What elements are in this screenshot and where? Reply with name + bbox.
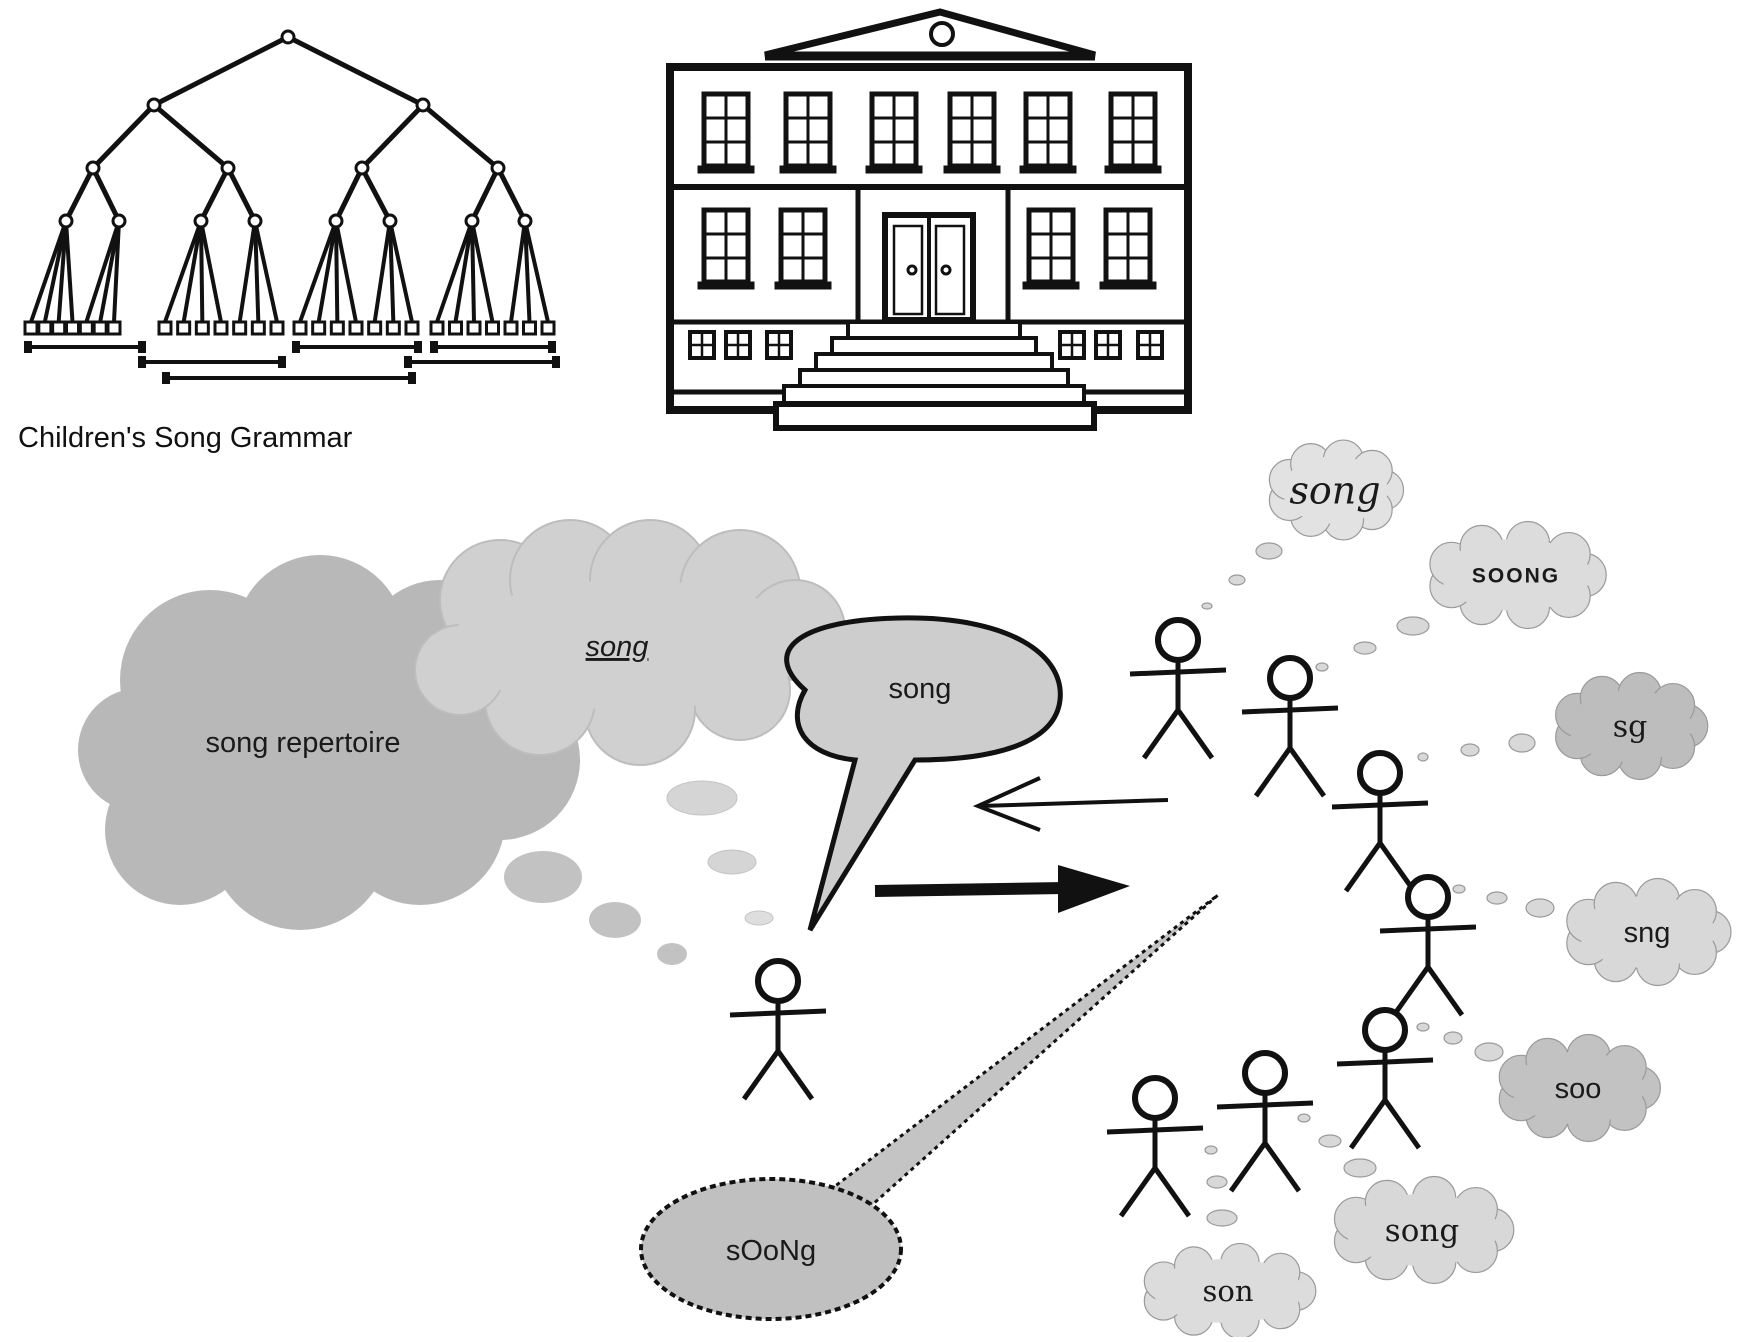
stick-figure-icon: [1217, 1053, 1313, 1191]
thought-dot: [1474, 1042, 1504, 1062]
thought-cloud-icon: [1333, 1175, 1515, 1285]
arrow-icon: [972, 776, 1169, 832]
grammar-caption: Children's Song Grammar: [18, 422, 353, 454]
thought-dot: [1486, 891, 1508, 905]
stick-figure-icon: [730, 961, 826, 1099]
thought-dot: [1452, 884, 1466, 894]
thought-dot: [1353, 641, 1377, 655]
stick-figure-icon: [1332, 753, 1428, 891]
deviant-label: sOoNg: [726, 1235, 816, 1267]
peer-cloud-label: sng: [1624, 917, 1671, 949]
thought-dot: [1201, 602, 1213, 610]
thought-dot: [1255, 542, 1283, 560]
school-building-icon: [666, 8, 1192, 431]
thought-cloud-icon: [1498, 1033, 1662, 1143]
thought-dot: [1443, 1031, 1463, 1045]
thought-cloud-icon: [1268, 439, 1405, 541]
thought-dot: [1228, 574, 1246, 586]
peer-cloud-label: sg: [1613, 710, 1648, 745]
thought-dot: [1343, 1158, 1377, 1178]
stick-figure-icon: [1380, 877, 1476, 1015]
thought-dot: [1416, 1022, 1430, 1032]
canonical-song-label: song: [586, 631, 649, 663]
thought-dot: [1315, 662, 1329, 672]
thought-dot: [1417, 752, 1429, 762]
speech-label: song: [889, 673, 952, 705]
speech-bubble: [784, 615, 1063, 932]
stick-figure-icon: [1130, 620, 1226, 758]
peer-cloud-label: SOONG: [1472, 564, 1560, 587]
tree-grammar-icon: [23, 29, 560, 384]
peer-cloud-label: song: [1385, 1213, 1459, 1249]
thought-dot: [1206, 1175, 1228, 1189]
arrow-icon: [874, 865, 1130, 913]
thought-dot: [1297, 1113, 1311, 1123]
thought-dot: [1396, 616, 1430, 636]
peer-group: [1107, 620, 1476, 1216]
canonical-song-cloud: [414, 519, 846, 766]
thought-cloud-icon: [1429, 520, 1607, 630]
thought-dot: [1206, 1209, 1238, 1227]
thought-cloud-icon: [1143, 1242, 1317, 1340]
peer-cloud-label: song: [1289, 468, 1380, 512]
stick-figure-icon: [1337, 1010, 1433, 1148]
thought-dot: [1204, 1145, 1218, 1155]
peer-cloud-label: soo: [1555, 1073, 1602, 1105]
repertoire-label: song repertoire: [205, 727, 400, 759]
thought-dots: [504, 780, 774, 965]
thought-cloud-icon: [1555, 671, 1709, 781]
deviant-bubble: [639, 893, 1220, 1321]
repertoire-cloud: [78, 555, 580, 930]
peer-cloud-label: son: [1202, 1274, 1253, 1308]
thought-dot: [1508, 733, 1536, 753]
thought-dot: [1525, 898, 1555, 918]
stick-figure-icon: [1107, 1078, 1203, 1216]
thought-dot: [1460, 743, 1480, 757]
stick-figure-icon: [1242, 658, 1338, 796]
thought-dot: [1318, 1134, 1342, 1148]
thought-cloud-icon: [1566, 877, 1732, 987]
